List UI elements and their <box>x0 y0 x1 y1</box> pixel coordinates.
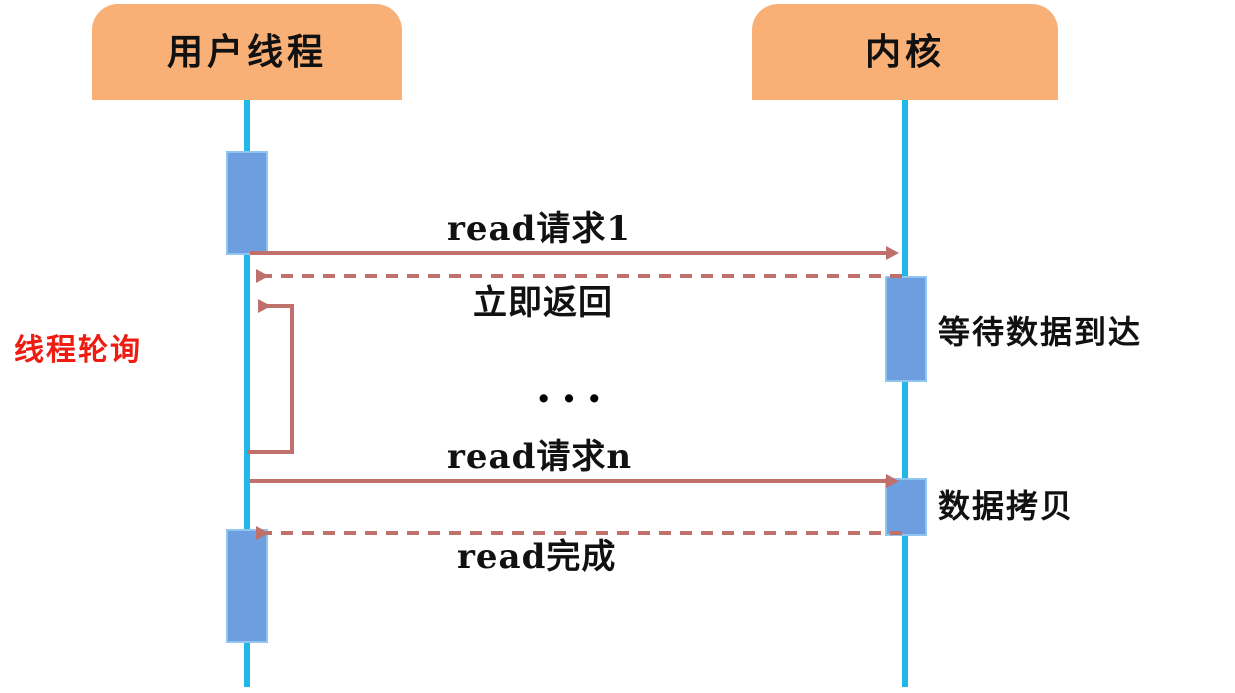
message-label-ellipsis: ... <box>536 362 612 413</box>
annotation-thread-poll: 线程轮询 <box>14 333 142 368</box>
message-label-read-request-1: read请求1 <box>447 209 632 249</box>
message-label-read-request-n: read请求n <box>447 437 633 477</box>
actor-label-kernel: 内核 <box>864 31 945 73</box>
annotation-waiting-for-data: 等待数据到达 <box>938 313 1143 351</box>
actor-label-user-thread: 用户线程 <box>166 31 327 73</box>
message-arrow-thread-poll-loop <box>247 299 294 454</box>
activation-user-bottom <box>226 529 268 643</box>
message-label-return-immediately: 立即返回 <box>473 283 613 323</box>
annotation-data-copy: 数据拷贝 <box>938 487 1075 525</box>
actor-box-kernel: 内核 <box>752 4 1058 100</box>
activation-kernel-copy <box>885 478 927 536</box>
actor-box-user-thread: 用户线程 <box>92 4 402 100</box>
activation-user-top <box>226 151 268 255</box>
message-label-read-complete: read完成 <box>457 537 617 577</box>
activation-kernel-wait <box>885 276 927 382</box>
